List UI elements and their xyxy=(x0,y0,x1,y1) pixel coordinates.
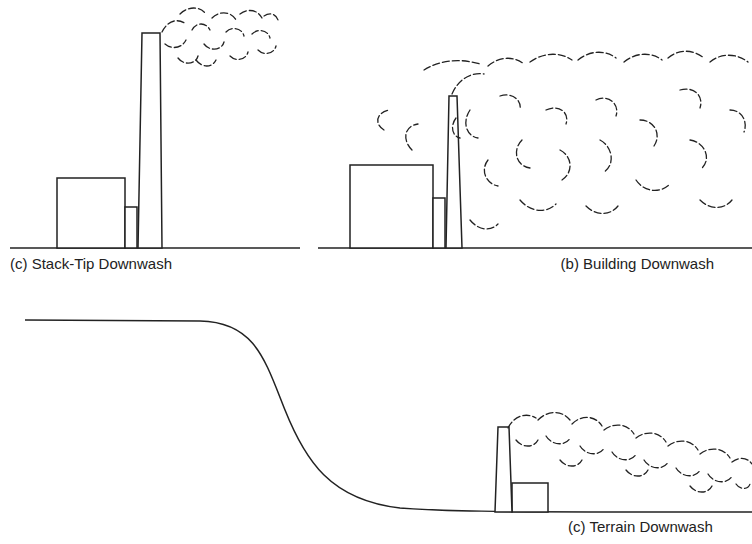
building xyxy=(57,178,125,248)
building xyxy=(350,165,433,248)
building xyxy=(512,483,548,512)
annex xyxy=(125,207,137,248)
stack xyxy=(138,33,162,248)
panel-caption: (b) Building Downwash xyxy=(559,255,716,273)
panel-caption: (c) Terrain Downwash xyxy=(566,518,715,536)
stack xyxy=(446,96,462,248)
plume xyxy=(162,8,752,492)
terrain-line xyxy=(25,320,752,512)
annex xyxy=(433,198,445,248)
stack xyxy=(495,427,512,512)
panel-caption: (c) Stack-Tip Downwash xyxy=(8,255,174,273)
